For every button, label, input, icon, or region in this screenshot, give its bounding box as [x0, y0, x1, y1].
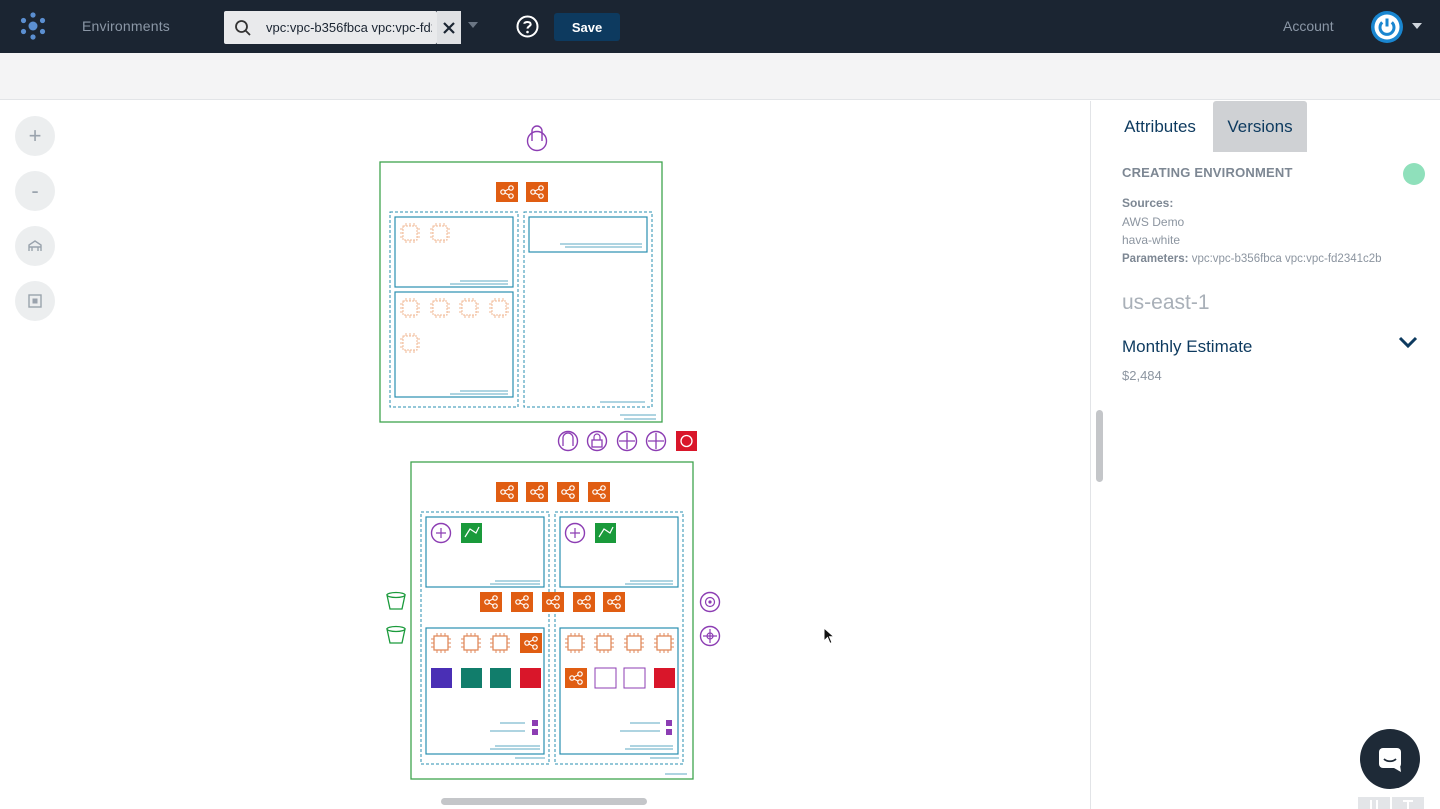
- architecture-diagram[interactable]: [0, 101, 1091, 809]
- tab-versions[interactable]: Versions: [1213, 101, 1307, 152]
- search-clear-button[interactable]: [437, 11, 461, 44]
- monthly-estimate-value: $2,484: [1122, 368, 1162, 383]
- search-input[interactable]: [266, 11, 432, 44]
- source-item: hava-white: [1122, 233, 1181, 247]
- horizontal-scrollbar[interactable]: [441, 798, 647, 805]
- corner-controls[interactable]: [1358, 795, 1424, 809]
- toolbar-strip: [0, 53, 1440, 100]
- mouse-cursor-icon: [823, 627, 835, 645]
- vpc-hava-white[interactable]: [379, 161, 663, 423]
- help-circle-icon[interactable]: [516, 15, 539, 38]
- parameters-row: Parameters: vpc:vpc-b356fbca vpc:vpc-fd2…: [1122, 253, 1382, 265]
- tab-attributes[interactable]: Attributes: [1107, 101, 1213, 152]
- fit-screen-icon: [28, 294, 42, 308]
- vpc-demo[interactable]: [410, 461, 694, 780]
- search-dropdown-chevron-icon[interactable]: [468, 22, 478, 28]
- internet-gateway-icon: [526, 125, 548, 152]
- search-box[interactable]: [224, 11, 437, 44]
- layout-button[interactable]: [15, 226, 55, 266]
- region-title: us-east-1: [1122, 291, 1210, 314]
- zoom-out-button[interactable]: -: [15, 171, 55, 211]
- save-button[interactable]: Save: [554, 13, 620, 41]
- parameters-label: Parameters:: [1122, 253, 1189, 265]
- parameters-value: vpc:vpc-b356fbca vpc:vpc-fd2341c2b: [1191, 253, 1382, 265]
- nav-environments-link[interactable]: Environments: [82, 18, 170, 34]
- search-icon: [235, 20, 251, 36]
- chevron-down-icon[interactable]: [1397, 333, 1419, 351]
- chat-launcher-button[interactable]: [1360, 729, 1420, 789]
- close-icon: [443, 21, 455, 34]
- endpoint-icons: [699, 591, 721, 647]
- account-dropdown-chevron-icon[interactable]: [1412, 23, 1422, 29]
- source-item: AWS Demo: [1122, 215, 1185, 229]
- hava-logo-icon[interactable]: [17, 10, 49, 42]
- top-bar: Environments Save Account: [0, 0, 1440, 53]
- power-icon[interactable]: [1371, 11, 1403, 43]
- fit-to-screen-button[interactable]: [15, 281, 55, 321]
- s3-bucket-icon: [386, 591, 406, 644]
- gateway-row: [557, 430, 697, 452]
- environment-status: CREATING ENVIRONMENT: [1122, 165, 1293, 180]
- vertical-scrollbar[interactable]: [1096, 410, 1103, 482]
- chat-icon: [1379, 748, 1401, 772]
- monthly-estimate-label[interactable]: Monthly Estimate: [1122, 337, 1253, 356]
- zoom-in-button[interactable]: +: [15, 116, 55, 156]
- status-indicator-dot: [1403, 163, 1425, 185]
- sources-label: Sources:: [1122, 196, 1174, 210]
- attributes-panel: Attributes Versions CREATING ENVIRONMENT…: [1107, 101, 1440, 809]
- layout-icon: [28, 240, 42, 251]
- account-link[interactable]: Account: [1283, 18, 1334, 34]
